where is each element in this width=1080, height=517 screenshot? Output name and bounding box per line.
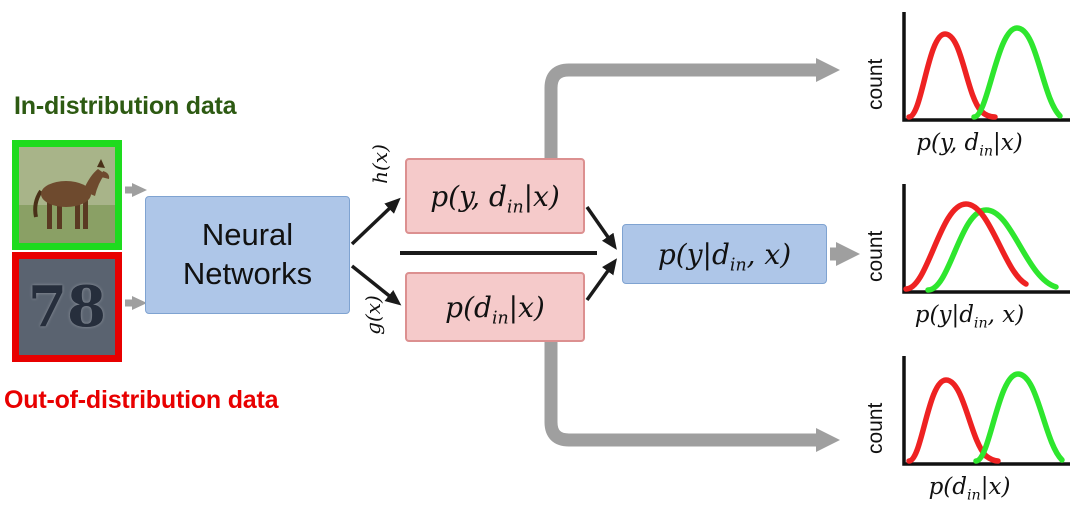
out-of-distribution-label: Out-of-distribution data xyxy=(4,386,279,414)
digits-text: 78 xyxy=(28,274,106,340)
horse-illustration xyxy=(19,147,115,243)
plot-conditional-svg xyxy=(902,184,1070,294)
green-curve xyxy=(973,371,1065,464)
gray-arrow-to-bottom-plot xyxy=(544,340,840,452)
marginal-probability-formula: p(din|x) xyxy=(445,290,545,329)
in-distribution-label: In-distribution data xyxy=(14,92,237,120)
marginal-probability-box: p(din|x) xyxy=(405,272,585,342)
red-curve xyxy=(906,377,1001,464)
plot-conditional-distribution: count p(y|din, x) xyxy=(862,180,1077,338)
joint-probability-box: p(y, din|x) xyxy=(405,158,585,234)
digits-image: 78 xyxy=(12,252,122,362)
black-arrow-marginal-to-conditional xyxy=(585,258,618,302)
plot-axis xyxy=(902,184,1070,294)
horse-image xyxy=(12,140,122,250)
neural-networks-label: Neural Networks xyxy=(182,217,313,291)
conditional-probability-box: p(y|din, x) xyxy=(622,224,827,284)
plot-conditional-caption: p(y|din, x) xyxy=(914,302,1025,332)
conditional-probability-formula: p(y|din, x) xyxy=(657,237,792,276)
plot-axis xyxy=(902,356,1070,466)
h-of-x-label: h(x) xyxy=(368,144,392,184)
plot-marginal-distribution: count p(din|x) xyxy=(862,352,1077,510)
plot-joint-distribution: count p(y, din|x) xyxy=(862,8,1077,166)
red-curve xyxy=(906,31,998,120)
neural-networks-box: Neural Networks xyxy=(145,196,350,314)
plot-joint-caption: p(y, din|x) xyxy=(916,130,1023,160)
black-arrow-nn-to-joint xyxy=(350,197,401,246)
plot-joint-svg xyxy=(902,12,1070,122)
green-curve xyxy=(925,207,1059,293)
gray-arrow-to-top-plot xyxy=(544,58,840,170)
red-curve xyxy=(903,201,1029,292)
joint-probability-formula: p(y, din|x) xyxy=(430,179,560,218)
plot-marginal-caption: p(din|x) xyxy=(928,474,1011,504)
green-curve xyxy=(971,25,1063,120)
g-of-x-label: g(x) xyxy=(361,295,385,335)
plot-axis xyxy=(902,12,1070,122)
black-arrow-joint-to-conditional xyxy=(585,205,617,250)
plot-marginal-svg xyxy=(902,356,1070,466)
